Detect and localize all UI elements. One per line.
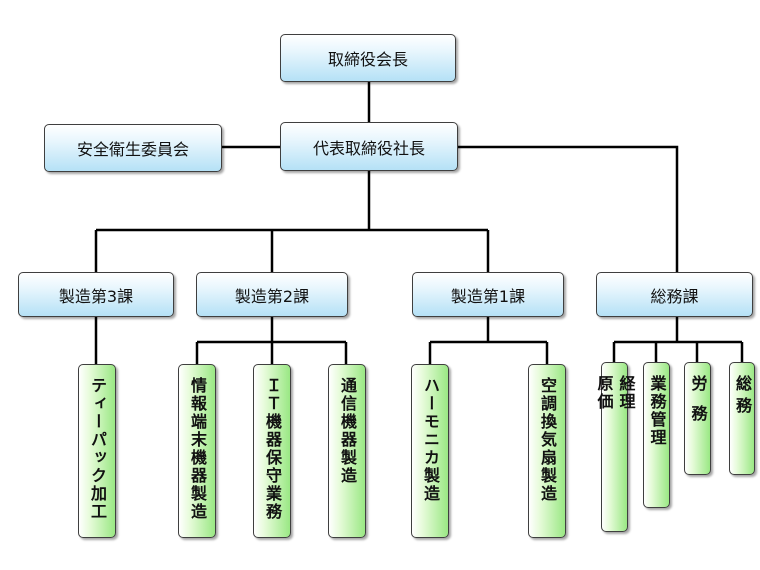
section-general-box: 総務課: [596, 272, 753, 317]
unit-harmonica-box: ハーモニカ製造: [411, 364, 449, 538]
section-mfg2-box: 製造第2課: [196, 272, 348, 317]
president-box: 代表取締役社長: [280, 122, 458, 171]
unit-it-maintenance-label: ＩＴ機器保守業務: [263, 377, 282, 521]
unit-general-affairs-box: 総務: [729, 362, 755, 475]
section-mfg3-box: 製造第3課: [18, 272, 174, 317]
president-label: 代表取締役社長: [312, 138, 425, 158]
connector-general-section: [458, 145, 679, 272]
section-mfg3-label: 製造第3課: [58, 286, 134, 306]
unit-operations-label: 業務管理: [647, 375, 667, 447]
unit-telecom-box: 通信機器製造: [328, 364, 366, 538]
unit-general-affairs-label: 総務: [733, 375, 752, 419]
unit-operations-box: 業務管理: [643, 362, 670, 508]
section-mfg1-box: 製造第1課: [412, 272, 564, 317]
unit-info-terminal-box: 情報端末機器製造: [178, 364, 216, 538]
safety-committee-label: 安全衛生委員会: [76, 140, 189, 159]
unit-tea-pack-box: ティーパック加工: [78, 364, 116, 538]
unit-labor-label: 労務: [688, 375, 708, 435]
chairman-label: 取締役会長: [327, 50, 408, 69]
unit-air-fan-label: 空調換気扇製造: [538, 377, 557, 503]
unit-it-maintenance-box: ＩＴ機器保守業務: [253, 364, 291, 538]
chairman-box: 取締役会長: [280, 34, 456, 82]
unit-accounting-label-a: 経理: [616, 375, 636, 411]
unit-harmonica-label: ハーモニカ製造: [421, 377, 440, 503]
section-general-label: 総務課: [650, 286, 699, 306]
unit-accounting-text: 経理 原価: [594, 375, 636, 411]
section-mfg1-label: 製造第1課: [450, 286, 526, 306]
unit-accounting-box: 経理 原価: [595, 362, 636, 532]
unit-telecom-label: 通信機器製造: [338, 377, 357, 485]
unit-accounting-label-b: 原価: [594, 375, 614, 411]
section-mfg2-label: 製造第2課: [234, 286, 310, 306]
unit-labor-box: 労務: [684, 362, 711, 475]
unit-tea-pack-label: ティーパック加工: [88, 377, 107, 521]
safety-committee-box: 安全衛生委員会: [44, 124, 222, 172]
unit-air-fan-box: 空調換気扇製造: [528, 364, 566, 538]
unit-info-terminal-label: 情報端末機器製造: [188, 377, 207, 521]
